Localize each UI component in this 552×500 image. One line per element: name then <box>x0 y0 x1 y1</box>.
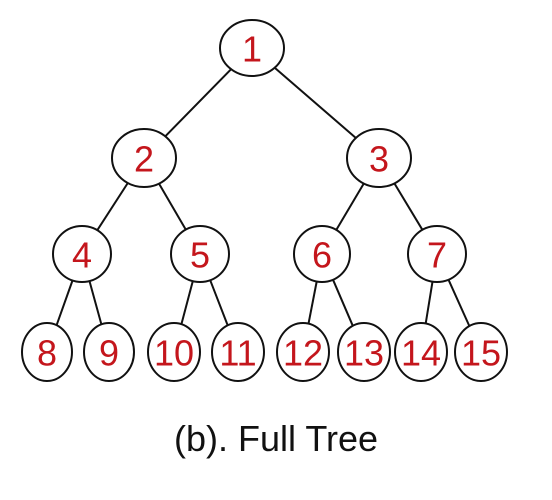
node-circle <box>394 322 448 382</box>
node-label: 15 <box>461 333 501 374</box>
node-circle <box>83 322 135 382</box>
edge-6-12 <box>307 281 318 324</box>
tree-node-1: 1 <box>219 19 285 77</box>
node-label: 12 <box>283 333 323 374</box>
node-circle <box>147 322 201 382</box>
edge-5-10 <box>180 280 194 325</box>
edge-4-8 <box>55 280 74 326</box>
edge-3-7 <box>393 182 424 231</box>
edge-2-5 <box>158 183 187 231</box>
node-circle <box>170 225 230 283</box>
node-circle <box>407 225 467 283</box>
node-circle <box>276 322 330 382</box>
tree-edges <box>55 66 471 327</box>
tree-node-3: 3 <box>346 128 412 188</box>
tree-node-5: 5 <box>170 225 230 283</box>
node-circle <box>52 225 112 283</box>
node-label: 14 <box>401 333 441 374</box>
tree-node-4: 4 <box>52 225 112 283</box>
tree-node-2: 2 <box>111 128 177 188</box>
node-label: 8 <box>37 333 57 374</box>
node-circle <box>293 225 351 283</box>
node-label: 9 <box>99 333 119 374</box>
tree-node-11: 11 <box>211 322 265 382</box>
node-label: 1 <box>242 29 262 70</box>
tree-node-13: 13 <box>337 322 391 382</box>
edge-1-2 <box>164 68 232 138</box>
node-label: 11 <box>219 333 256 374</box>
tree-node-8: 8 <box>21 322 73 382</box>
tree-node-12: 12 <box>276 322 330 382</box>
node-circle <box>219 19 285 77</box>
edge-2-4 <box>96 182 129 231</box>
node-label: 13 <box>344 333 384 374</box>
edge-5-11 <box>209 279 229 326</box>
tree-node-6: 6 <box>293 225 351 283</box>
tree-node-15: 15 <box>454 322 508 382</box>
node-label: 10 <box>154 333 194 374</box>
edge-6-13 <box>332 279 354 327</box>
edge-4-9 <box>88 280 103 325</box>
edge-7-14 <box>424 281 434 324</box>
node-circle <box>211 322 265 382</box>
node-circle <box>111 128 177 188</box>
node-circle <box>346 128 412 188</box>
node-label: 7 <box>427 235 447 276</box>
diagram-caption: (b). Full Tree <box>173 418 379 459</box>
node-circle <box>337 322 391 382</box>
node-label: 6 <box>312 235 332 276</box>
node-label: 2 <box>134 139 154 180</box>
edge-1-3 <box>274 66 357 139</box>
edge-7-15 <box>447 279 471 327</box>
node-label: 4 <box>72 235 92 276</box>
node-circle <box>454 322 508 382</box>
tree-node-9: 9 <box>83 322 135 382</box>
edge-3-6 <box>335 182 365 231</box>
node-label: 3 <box>369 139 389 180</box>
tree-node-7: 7 <box>407 225 467 283</box>
tree-node-10: 10 <box>147 322 201 382</box>
node-circle <box>21 322 73 382</box>
node-label: 5 <box>190 235 210 276</box>
tree-node-14: 14 <box>394 322 448 382</box>
